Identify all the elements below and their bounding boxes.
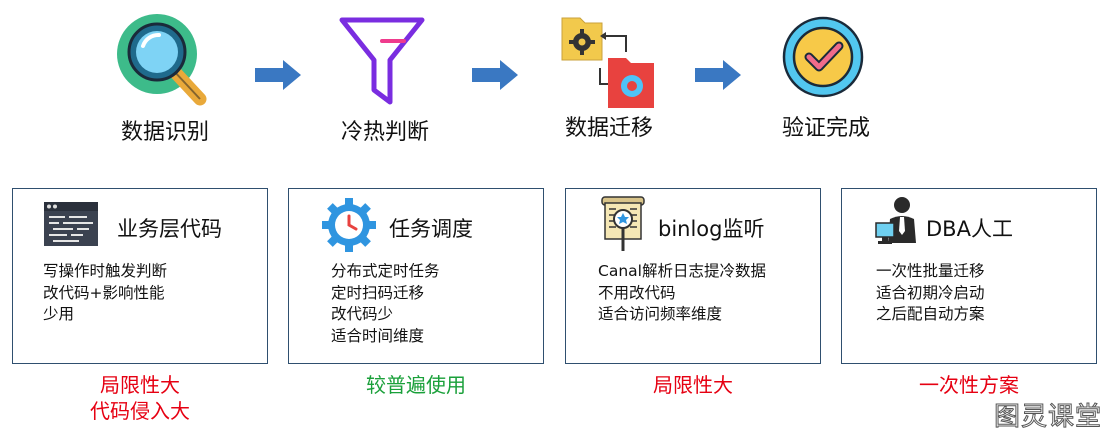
card-title: binlog监听 xyxy=(658,217,765,241)
card-line: 之后配自动方案 xyxy=(876,305,985,323)
card-line: 改代码+影响性能 xyxy=(43,283,165,302)
watermark: 图灵课堂 xyxy=(993,402,1102,433)
card-line: 适合时间维度 xyxy=(331,326,425,345)
step-label-identify: 数据识别 xyxy=(120,120,210,145)
gear-clock-icon xyxy=(322,198,376,252)
card-line: 写操作时触发判断 xyxy=(43,262,168,280)
card-task-scheduling: 任务调度 分布式定时任务 定时扫码迁移 改代码少 适合时间维度 xyxy=(288,188,544,364)
magnifier-icon xyxy=(117,14,207,106)
card-title: 业务层代码 xyxy=(117,217,222,241)
card-title: 任务调度 xyxy=(389,217,473,241)
card-description: Canal解析日志提冷数据 不用改代码 适合访问频率维度 xyxy=(598,261,766,326)
step-label-migrate: 数据迁移 xyxy=(564,116,654,141)
card-note-dba-manual: 一次性方案 xyxy=(841,372,1097,398)
step-label-verify: 验证完成 xyxy=(781,116,871,141)
note-line: 局限性大 xyxy=(100,373,180,397)
card-line: 少用 xyxy=(43,305,75,323)
card-note-binlog-listener: 局限性大 xyxy=(565,372,821,398)
card-description: 写操作时触发判断 改代码+影响性能 少用 xyxy=(43,261,167,326)
card-description: 分布式定时任务 定时扫码迁移 改代码少 适合时间维度 xyxy=(331,261,440,347)
card-line: 定时扫码迁移 xyxy=(331,283,425,302)
arrow-right-icon xyxy=(695,60,741,90)
card-description: 一次性批量迁移 适合初期冷启动 之后配自动方案 xyxy=(876,261,985,326)
card-line: 分布式定时任务 xyxy=(331,262,440,280)
arrow-right-icon xyxy=(255,60,301,90)
card-line: 一次性批量迁移 xyxy=(876,262,985,280)
card-line: 适合初期冷启动 xyxy=(876,283,985,302)
card-line: 适合访问频率维度 xyxy=(598,305,723,323)
card-line: 改代码少 xyxy=(331,305,394,323)
note-line: 一次性方案 xyxy=(919,373,1019,397)
folder-transfer-icon xyxy=(561,17,654,108)
step-label-judge: 冷热判断 xyxy=(340,120,430,145)
card-business-code: 业务层代码 写操作时触发判断 改代码+影响性能 少用 xyxy=(12,188,268,364)
card-line: 不用改代码 xyxy=(598,283,676,302)
admin-person-icon xyxy=(875,197,916,244)
card-line: Canal解析日志提冷数据 xyxy=(598,262,766,280)
card-note-task-scheduling: 较普遍使用 xyxy=(288,372,544,398)
note-line: 代码侵入大 xyxy=(90,399,190,423)
note-line: 较普遍使用 xyxy=(366,373,466,397)
note-line: 局限性大 xyxy=(653,373,733,397)
log-scroll-icon xyxy=(601,196,645,251)
card-dba-manual: DBA人工 一次性批量迁移 适合初期冷启动 之后配自动方案 xyxy=(841,188,1097,364)
check-badge-icon xyxy=(782,16,864,98)
arrow-right-icon xyxy=(472,60,518,90)
code-window-icon xyxy=(44,202,98,246)
funnel-icon xyxy=(339,17,425,105)
card-note-business-code: 局限性大 代码侵入大 xyxy=(12,372,268,424)
card-title: DBA人工 xyxy=(926,217,1013,241)
card-binlog-listener: binlog监听 Canal解析日志提冷数据 不用改代码 适合访问频率维度 xyxy=(565,188,821,364)
